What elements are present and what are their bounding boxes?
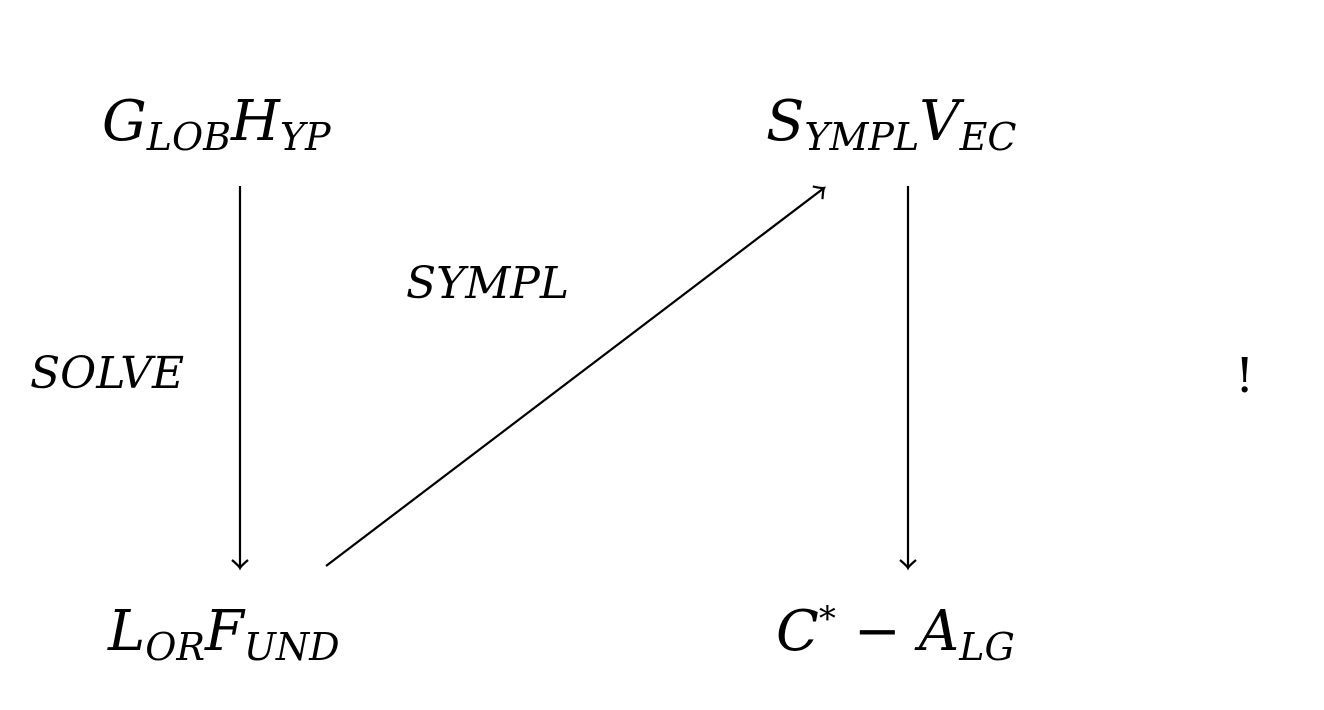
node-symplvec-ympl: YMPL xyxy=(804,115,920,159)
edge-label-solve: SOLVE xyxy=(30,348,185,399)
node-lorfund-or: OR xyxy=(145,625,205,669)
node-calg-lg: LG xyxy=(959,625,1015,669)
node-lorfund-l: L xyxy=(108,599,146,664)
node-calg: C*−ALG xyxy=(776,602,1015,666)
arrow-sympl xyxy=(325,185,826,567)
annotation-exclamation: ! xyxy=(1235,348,1255,404)
node-lorfund-und: UND xyxy=(243,625,340,669)
node-symplvec-v: V xyxy=(919,89,960,154)
node-lorfund: LORFUND xyxy=(108,604,340,667)
node-calg-minus: − xyxy=(853,599,901,664)
node-symplvec-s: S xyxy=(766,89,805,154)
node-calg-c: C xyxy=(776,599,819,664)
node-globhyp: GLOBHYP xyxy=(102,94,331,157)
node-calg-a: A xyxy=(918,599,960,664)
node-lorfund-f: F xyxy=(204,599,244,664)
node-symplvec-ec: EC xyxy=(959,115,1017,159)
node-globhyp-h: H xyxy=(231,89,280,154)
node-globhyp-yp: YP xyxy=(279,115,331,159)
node-symplvec: SYMPLVEC xyxy=(766,94,1016,157)
node-globhyp-g: G xyxy=(102,89,147,154)
edge-label-sympl: SYMPL xyxy=(406,258,570,309)
node-calg-star: * xyxy=(818,599,836,639)
node-globhyp-lob: LOB xyxy=(146,115,232,159)
